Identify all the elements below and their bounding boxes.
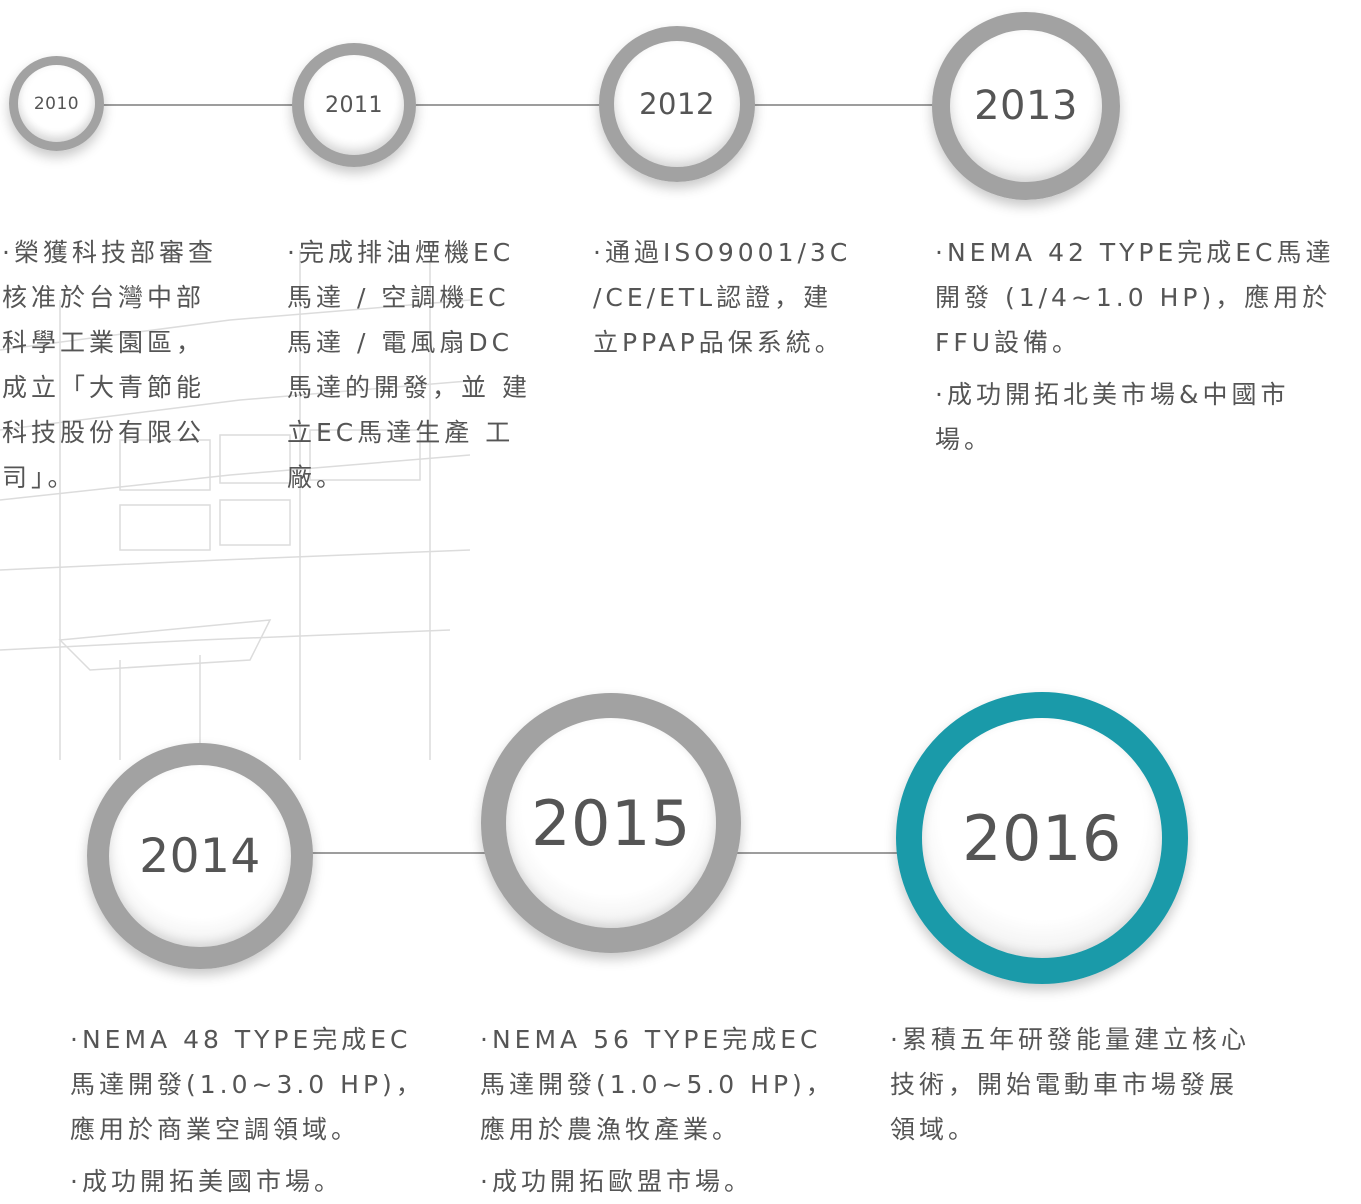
timeline-connector bbox=[300, 852, 500, 854]
year-circle-2012: 2012 bbox=[599, 26, 755, 182]
milestone-text: ·成功開拓北美市場&中國市場。 bbox=[935, 380, 1290, 454]
milestone-2012-description: ·通過ISO9001/3C /CE/ETL認證，建 立PPAP品保系統。 bbox=[593, 230, 858, 365]
milestone-2013-description: ·NEMA 42 TYPE完成EC馬達 開發 (1/4~1.0 HP)，應用於 … bbox=[935, 230, 1340, 462]
year-label: 2013 bbox=[974, 83, 1078, 129]
building-sketch-background bbox=[0, 250, 481, 760]
milestone-2016-description: ·累積五年研發能量建立核心 技術，開始電動車市場發展 領域。 bbox=[890, 1017, 1270, 1152]
year-circle-2015: 2015 bbox=[481, 693, 741, 953]
milestone-text: ·NEMA 42 TYPE完成EC馬達 開發 (1/4~1.0 HP)，應用於 … bbox=[935, 238, 1335, 357]
milestone-2010-description: ·榮獲科技部審查 核准於台灣中部 科學工業園區， 成立「大青節能 科技股份有限公… bbox=[2, 230, 234, 500]
milestone-text: ·榮獲科技部審查 核准於台灣中部 科學工業園區， 成立「大青節能 科技股份有限公… bbox=[2, 238, 217, 492]
timeline-connector bbox=[720, 852, 910, 854]
year-circle-2014: 2014 bbox=[87, 743, 313, 969]
milestone-text: ·成功開拓美國市場。 bbox=[70, 1167, 343, 1196]
milestone-text: ·累積五年研發能量建立核心 技術，開始電動車市場發展 領域。 bbox=[890, 1025, 1250, 1144]
milestone-text: ·NEMA 48 TYPE完成EC 馬達開發(1.0~3.0 HP)， 應用於商… bbox=[70, 1025, 425, 1144]
milestone-text: ·NEMA 56 TYPE完成EC 馬達開發(1.0~5.0 HP)， 應用於農… bbox=[480, 1025, 835, 1144]
milestone-text: ·成功開拓歐盟市場。 bbox=[480, 1167, 753, 1196]
year-label: 2011 bbox=[325, 92, 383, 118]
year-label: 2012 bbox=[639, 87, 715, 121]
milestone-text: ·完成排油煙機EC 馬達 / 空調機EC 馬達 / 電風扇DC 馬達的開發，並 … bbox=[287, 238, 531, 492]
year-circle-2011: 2011 bbox=[292, 43, 416, 167]
year-circle-2010: 2010 bbox=[9, 56, 104, 151]
milestone-2014-description: ·NEMA 48 TYPE完成EC 馬達開發(1.0~3.0 HP)， 應用於商… bbox=[70, 1017, 450, 1204]
year-label: 2014 bbox=[139, 828, 261, 884]
milestone-2011-description: ·完成排油煙機EC 馬達 / 空調機EC 馬達 / 電風扇DC 馬達的開發，並 … bbox=[287, 230, 532, 500]
milestone-2015-description: ·NEMA 56 TYPE完成EC 馬達開發(1.0~5.0 HP)， 應用於農… bbox=[480, 1017, 860, 1204]
year-label: 2016 bbox=[962, 801, 1122, 875]
timeline-connector bbox=[405, 104, 610, 106]
timeline-connector bbox=[100, 104, 300, 106]
year-label: 2010 bbox=[33, 93, 80, 114]
milestone-text: ·通過ISO9001/3C /CE/ETL認證，建 立PPAP品保系統。 bbox=[593, 238, 852, 357]
year-label: 2015 bbox=[531, 786, 691, 860]
year-circle-2013: 2013 bbox=[932, 12, 1120, 200]
timeline-connector bbox=[740, 104, 940, 106]
year-circle-2016: 2016 bbox=[896, 692, 1188, 984]
